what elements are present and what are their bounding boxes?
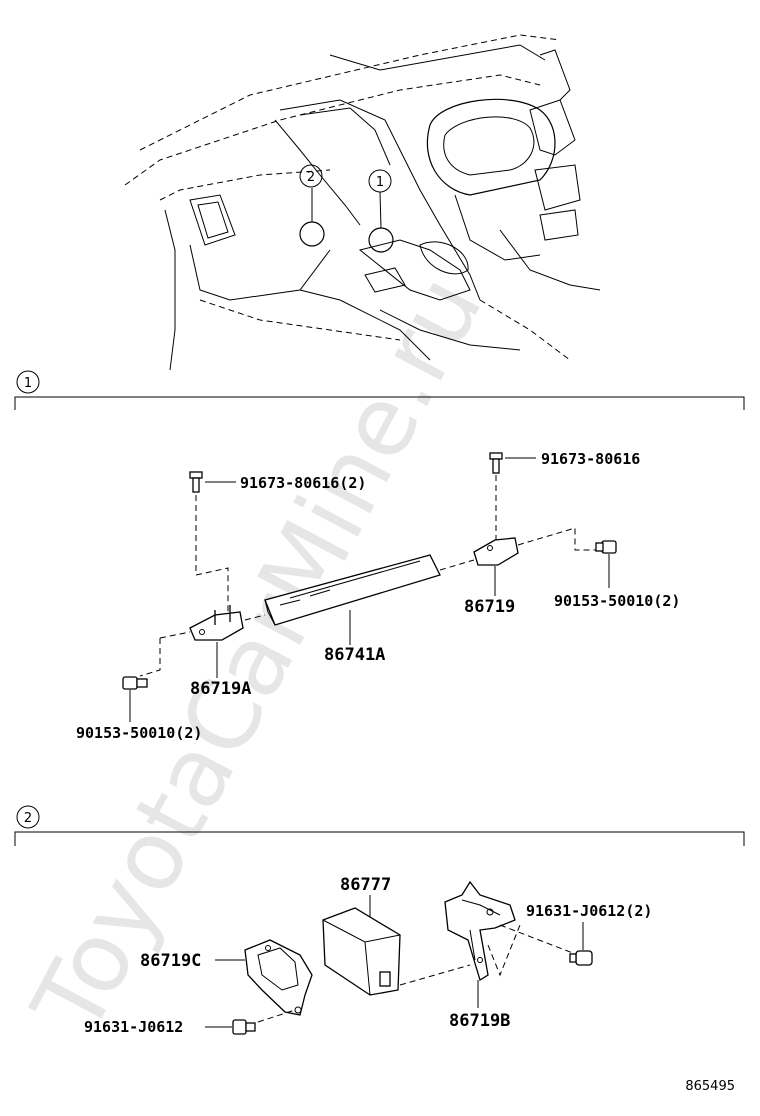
section-2-index-marker: [16, 805, 40, 829]
callout-2-label: 2: [307, 170, 315, 185]
label-90153-50010-right: 90153-50010(2): [554, 592, 680, 610]
label-91673-80616-2: 91673-80616(2): [240, 474, 366, 492]
callout-1-marker: [368, 169, 392, 193]
bolt-left-icon: [122, 676, 148, 690]
bracket-86719c: [244, 939, 313, 1016]
label-86741a: 86741A: [324, 645, 385, 665]
bolt-left-icon-2: [232, 1019, 256, 1035]
section-1-index: 1: [24, 376, 32, 391]
section-1-divider: [14, 396, 745, 410]
label-86719c: 86719C: [140, 951, 201, 971]
bolt-right-icon-2: [569, 950, 593, 966]
section-2: 2 86777 86719C 91631-J0612: [14, 805, 745, 1036]
callout-1-label: 1: [376, 175, 384, 190]
screw-right-icon: [489, 452, 503, 474]
module-86777: [322, 907, 401, 996]
display-unit-86741a: [264, 554, 441, 626]
section-1: 1 91673-80616(2) 91673-80616 86741A: [14, 370, 745, 742]
section-2-divider: [14, 831, 745, 846]
bracket-86719a: [189, 605, 244, 641]
label-90153-50010-left: 90153-50010(2): [76, 724, 202, 742]
bracket-86719b: [444, 880, 516, 982]
label-86719: 86719: [464, 597, 515, 617]
label-86719b: 86719B: [449, 1011, 510, 1031]
callout-2-marker: [299, 164, 323, 188]
screw-left-icon: [189, 471, 203, 493]
label-86777: 86777: [340, 875, 391, 895]
label-86719a: 86719A: [190, 679, 251, 699]
label-91631-j0612: 91631-J0612: [84, 1018, 183, 1036]
section-1-index-marker: [16, 370, 40, 394]
bolt-right-icon: [595, 540, 617, 554]
watermark: ToyotaCarMine.ru: [11, 258, 504, 1052]
bracket-86719: [473, 537, 519, 566]
dashboard-overview: 2 1: [124, 34, 601, 371]
label-91673-80616: 91673-80616: [541, 450, 640, 468]
section-2-index: 2: [24, 811, 32, 826]
diagram-code: 865495: [685, 1079, 735, 1094]
label-91631-j0612-2: 91631-J0612(2): [526, 902, 652, 920]
